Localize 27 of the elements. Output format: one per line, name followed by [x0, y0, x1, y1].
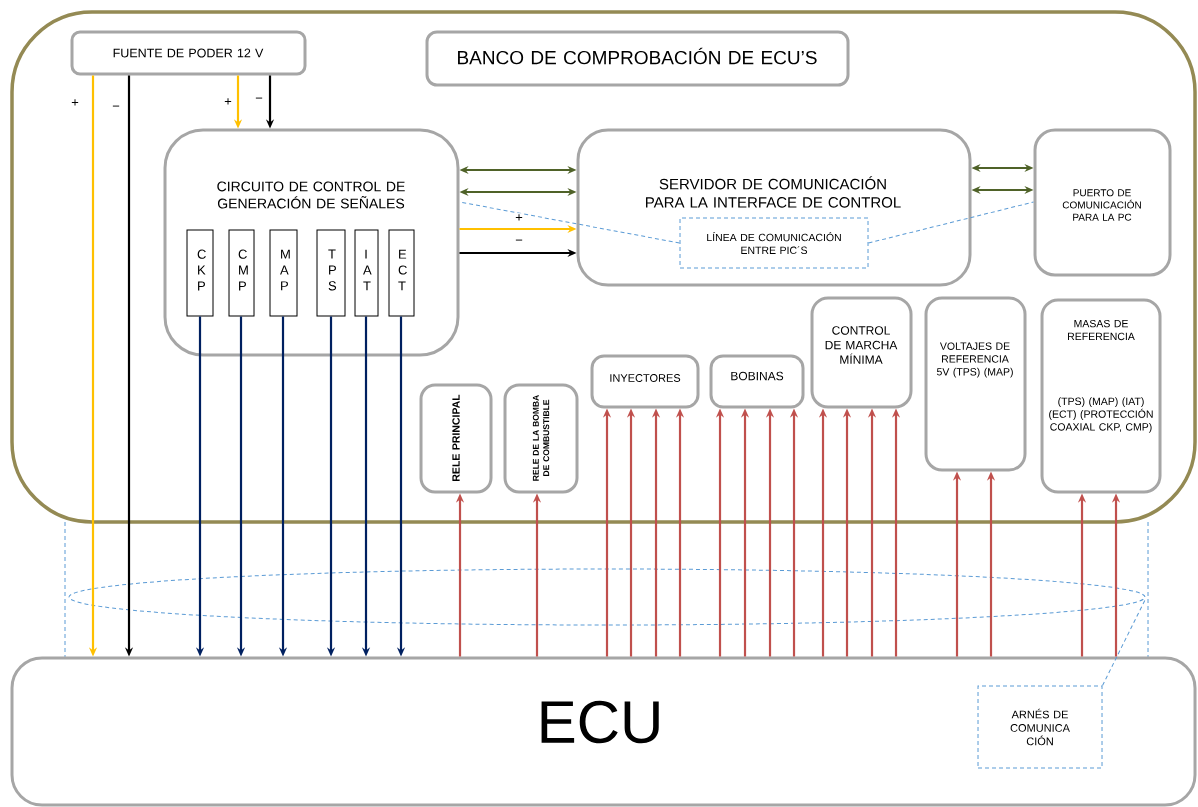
leader-line [868, 201, 1034, 244]
edge-label: − [254, 96, 264, 104]
edge-label: − [514, 238, 524, 246]
relay-box: RELE DE LA BOMBA DE COMBUSTIBLE [503, 383, 579, 494]
process-box: INYECTORES [590, 354, 700, 409]
power-supply-box: FUENTE DE PODER 12 V [70, 30, 307, 76]
title-box: BANCO DE COMPROBACIÓN DE ECU’S [425, 30, 850, 87]
edge-label: + [70, 98, 80, 108]
edge-label: + [514, 213, 524, 223]
dashed-box: ARNÉS DE COMUNICA CIÓN [977, 685, 1103, 769]
sensor-box: CKP [186, 229, 214, 317]
process-box: VOLTAJES DE REFERENCIA 5V (TPS) (MAP) [924, 296, 1027, 472]
leader-line [1102, 599, 1146, 686]
sensor-box: MAP [269, 229, 298, 317]
sensor-box: ECT [388, 229, 415, 317]
process-box: BOBINAS [709, 354, 805, 409]
relay-box: RELE PRINCIPAL [419, 383, 493, 494]
sensor-box: TPS [316, 229, 346, 317]
sensor-box: IAT [354, 229, 379, 317]
port-box: PUERTO DE COMUNICACIÓN PARA LA PC [1033, 128, 1172, 277]
leader-line [459, 201, 680, 244]
process-box: MASAS DE REFERENCIA (TPS) (MAP) (IAT) (ECT) (PROTECCIÓN COAXIAL CKP, CMP) [1040, 298, 1162, 494]
process-box: CONTROL DE MARCHA MÍNIMA [810, 296, 913, 409]
edge-label: + [223, 97, 233, 107]
edge-label: − [111, 104, 121, 112]
sensor-box: CMP [228, 229, 255, 317]
dashed-box: LÍNEA DE COMUNICACIÓN ENTRE PIC´S [679, 217, 869, 269]
